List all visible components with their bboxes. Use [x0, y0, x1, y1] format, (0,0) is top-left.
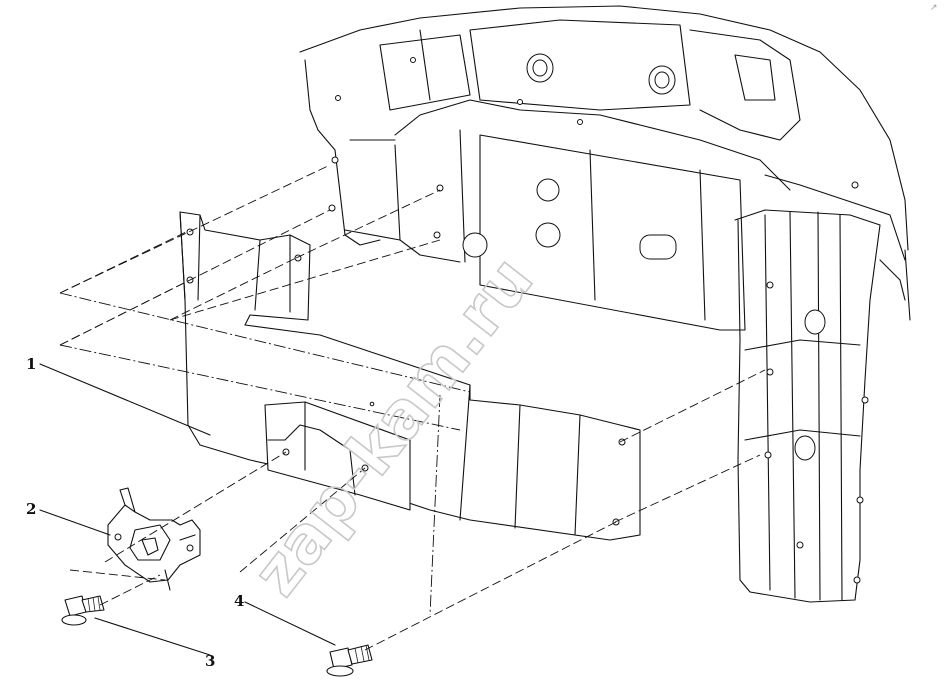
- callout-3: 3: [205, 652, 215, 670]
- callout-1: 1: [26, 355, 36, 373]
- part-4-flange-bolt: [326, 644, 373, 677]
- assembly-guide-lines: [59, 164, 766, 651]
- part-3-flange-bolt: [61, 595, 105, 626]
- part-2-sensor-bracket: [107, 487, 201, 591]
- corner-mark: ↗: [930, 3, 938, 13]
- leader-lines: [39, 363, 336, 656]
- vehicle-body-frame: [299, 5, 911, 603]
- callout-4: 4: [234, 592, 244, 610]
- callout-2: 2: [26, 500, 36, 518]
- part-1-bracket-plate: [179, 211, 641, 541]
- callout-labels: 1 2 3 4: [26, 355, 244, 670]
